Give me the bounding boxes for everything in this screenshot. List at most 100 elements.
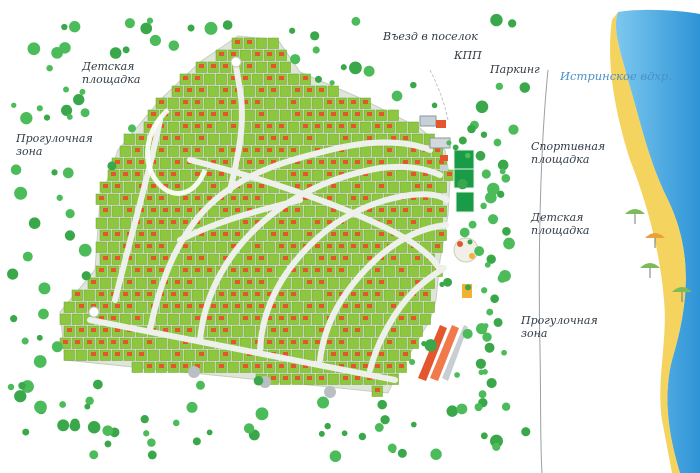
plot xyxy=(179,97,191,109)
plot xyxy=(219,325,231,337)
tree-icon xyxy=(490,294,499,304)
house-icon xyxy=(415,256,420,260)
plot xyxy=(219,229,231,241)
tree-icon xyxy=(341,430,348,437)
house-icon xyxy=(411,196,416,200)
tree-icon xyxy=(38,308,49,320)
house-icon xyxy=(387,124,392,128)
plot xyxy=(135,253,147,265)
plot xyxy=(263,97,275,109)
plot xyxy=(311,121,323,133)
plot xyxy=(179,313,191,325)
house-icon xyxy=(259,88,264,92)
plot xyxy=(99,181,111,193)
house-icon xyxy=(127,304,132,308)
house-icon xyxy=(355,328,360,332)
plot xyxy=(239,361,251,373)
house-icon xyxy=(223,160,228,164)
house-icon xyxy=(159,268,164,272)
tree-icon xyxy=(253,375,264,386)
plot xyxy=(335,241,347,253)
plot xyxy=(215,97,227,109)
plot xyxy=(203,121,215,133)
house-icon xyxy=(195,196,200,200)
house-icon xyxy=(231,76,236,80)
plot xyxy=(291,277,303,289)
plot xyxy=(315,253,327,265)
plot xyxy=(363,277,375,289)
plot xyxy=(351,157,363,169)
plot xyxy=(99,253,111,265)
tree-icon xyxy=(499,168,506,175)
walk-left-label: Прогулочная зона xyxy=(16,132,93,158)
plot xyxy=(279,85,291,97)
house-icon xyxy=(367,112,372,116)
plot xyxy=(155,361,167,373)
plot xyxy=(123,205,135,217)
playground-right-label-line1: Детская xyxy=(531,211,584,224)
plot xyxy=(335,265,347,277)
plot xyxy=(315,301,327,313)
plot xyxy=(387,181,399,193)
plot xyxy=(239,313,251,325)
plot xyxy=(239,265,251,277)
plot xyxy=(267,61,279,73)
tree-icon xyxy=(89,450,99,460)
plot xyxy=(251,265,263,277)
plot xyxy=(135,133,147,145)
tree-icon xyxy=(22,251,33,262)
plot xyxy=(359,289,371,301)
house-icon xyxy=(195,124,200,128)
tree-icon xyxy=(128,124,136,133)
plot xyxy=(231,277,243,289)
house-icon xyxy=(259,136,264,140)
plot xyxy=(267,253,279,265)
tree-icon xyxy=(62,167,74,179)
plot xyxy=(255,133,267,145)
house-icon xyxy=(235,280,240,284)
house-icon xyxy=(139,208,144,212)
plot xyxy=(171,277,183,289)
plot xyxy=(191,97,203,109)
tree-icon xyxy=(465,284,472,291)
house-icon xyxy=(255,268,260,272)
house-icon xyxy=(343,160,348,164)
tree-icon xyxy=(10,164,22,175)
house-icon xyxy=(315,244,320,248)
house-icon xyxy=(123,244,128,248)
plot xyxy=(291,109,303,121)
house-icon xyxy=(199,232,204,236)
house-icon xyxy=(307,112,312,116)
plot xyxy=(291,301,303,313)
house-icon xyxy=(147,292,152,296)
umbrella-icon xyxy=(625,209,692,302)
plot xyxy=(263,337,275,349)
house-icon xyxy=(243,220,248,224)
plot xyxy=(287,289,299,301)
house-icon xyxy=(223,208,228,212)
house-icon xyxy=(247,184,252,188)
house-icon xyxy=(147,220,152,224)
plot xyxy=(147,109,159,121)
playground-right xyxy=(453,237,479,298)
tree-icon xyxy=(22,428,30,436)
plot xyxy=(207,349,219,361)
plot xyxy=(287,217,299,229)
house-icon xyxy=(319,376,324,380)
house-icon xyxy=(295,112,300,116)
house-icon xyxy=(411,316,416,320)
plot xyxy=(279,301,291,313)
house-icon xyxy=(139,352,144,356)
tree-icon xyxy=(456,403,468,415)
plot xyxy=(395,313,407,325)
house-icon xyxy=(175,160,180,164)
house-icon xyxy=(255,364,260,368)
plot xyxy=(159,157,171,169)
tree-icon xyxy=(147,450,157,460)
plot xyxy=(71,313,83,325)
house-icon xyxy=(447,172,452,176)
plot xyxy=(371,313,383,325)
house-icon xyxy=(439,160,444,164)
plot xyxy=(411,181,423,193)
plot xyxy=(387,349,399,361)
